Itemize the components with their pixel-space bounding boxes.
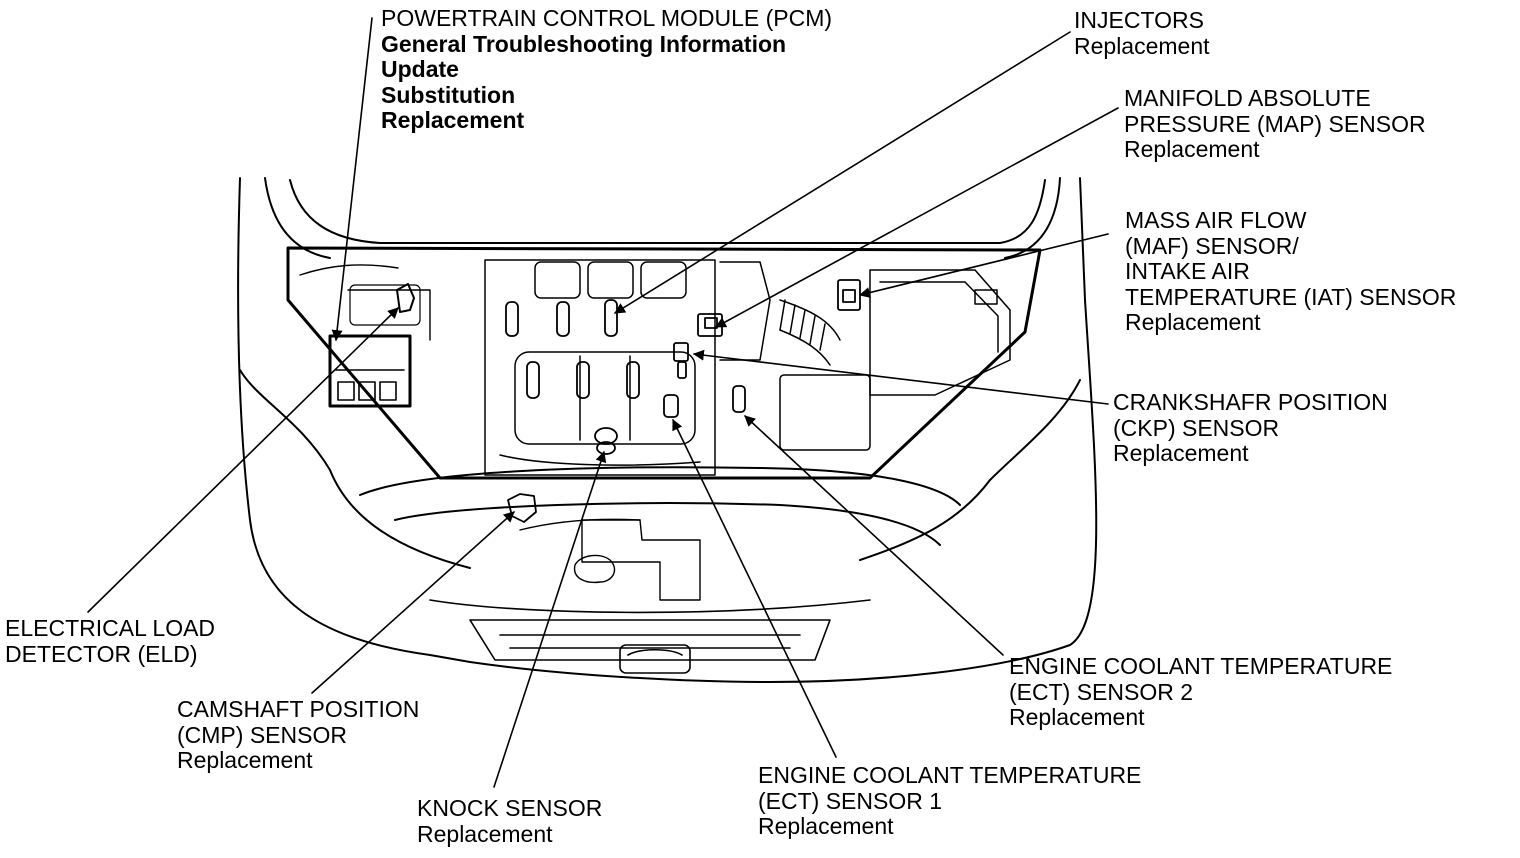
map-title-line1: MANIFOLD ABSOLUTE	[1124, 85, 1371, 111]
eld-leader	[87, 307, 399, 613]
eld-title-line1: ELECTRICAL LOAD	[5, 615, 216, 641]
map-sensor-label: MANIFOLD ABSOLUTE PRESSURE (MAP) SENSOR …	[1124, 85, 1426, 163]
maf-title-line4: TEMPERATURE (IAT) SENSOR	[1125, 283, 1457, 310]
cmp-title-line1: CAMSHAFT POSITION	[177, 696, 420, 722]
knock-leader	[493, 450, 607, 788]
ckp-title-line1: CRANKSHAFR POSITION	[1113, 389, 1388, 415]
ect2-sensor-label: ENGINE COOLANT TEMPERATURE (ECT) SENSOR …	[1009, 653, 1393, 731]
ect2-title-line1: ENGINE COOLANT TEMPERATURE	[1009, 653, 1393, 679]
ect1-replacement-link[interactable]: Replacement	[758, 813, 894, 839]
cmp-sensor-label: CAMSHAFT POSITION (CMP) SENSOR Replaceme…	[177, 696, 420, 774]
maf-title-line1: MASS AIR FLOW	[1125, 207, 1307, 233]
injector-parts	[505, 299, 640, 399]
injectors-leader	[614, 31, 1071, 314]
ect2-sensor-part	[732, 385, 746, 413]
pcm-label: POWERTRAIN CONTROL MODULE (PCM) General …	[381, 5, 833, 134]
eld-title-line2: DETECTOR (ELD)	[5, 640, 198, 667]
ect1-title-line2: (ECT) SENSOR 1	[758, 787, 943, 814]
maf-sensor-label: MASS AIR FLOW (MAF) SENSOR/ INTAKE AIR T…	[1125, 207, 1457, 336]
eld-label[interactable]: ELECTRICAL LOAD DETECTOR (ELD)	[5, 615, 216, 667]
knock-title: KNOCK SENSOR	[417, 795, 603, 821]
ect2-replacement-link[interactable]: Replacement	[1009, 704, 1145, 730]
pcm-update-link[interactable]: Update	[381, 56, 459, 82]
injectors-replacement-link[interactable]: Replacement	[1074, 32, 1210, 59]
maf-title-line3: INTAKE AIR	[1125, 258, 1250, 284]
map-leader	[715, 107, 1119, 328]
ect1-leader	[672, 419, 837, 758]
engine-cover	[519, 518, 701, 601]
ckp-sensor-label: CRANKSHAFR POSITION (CKP) SENSOR Replace…	[1113, 389, 1388, 467]
maf-leader	[858, 233, 1109, 298]
pcm-substitution-link[interactable]: Substitution	[381, 81, 516, 108]
pcm-title: POWERTRAIN CONTROL MODULE (PCM)	[381, 5, 833, 31]
ect2-title-line2: (ECT) SENSOR 2	[1009, 678, 1194, 705]
ect1-sensor-part	[663, 394, 679, 418]
pcm-box	[328, 284, 431, 408]
map-replacement-link[interactable]: Replacement	[1124, 136, 1260, 162]
vehicle-body	[237, 177, 1098, 683]
front-grille	[429, 599, 871, 674]
knock-sensor-part	[594, 427, 618, 455]
maf-sensor-part	[837, 279, 861, 311]
eld-part	[396, 283, 415, 313]
knock-replacement-link[interactable]: Replacement	[417, 820, 553, 847]
cmp-replacement-link[interactable]: Replacement	[177, 747, 313, 773]
ect1-sensor-label: ENGINE COOLANT TEMPERATURE (ECT) SENSOR …	[758, 762, 1142, 840]
maf-title-line2: (MAF) SENSOR/	[1125, 232, 1299, 259]
cmp-leader	[311, 511, 515, 694]
ckp-sensor-part	[673, 342, 689, 379]
air-intake	[719, 261, 1011, 451]
cmp-title-line2: (CMP) SENSOR	[177, 721, 347, 748]
knock-sensor-label: KNOCK SENSOR Replacement	[417, 795, 603, 847]
maf-replacement-link[interactable]: Replacement	[1125, 309, 1261, 335]
injectors-title: INJECTORS	[1074, 7, 1204, 33]
ect2-leader	[744, 415, 1004, 656]
leader-lines	[87, 17, 1119, 788]
injectors-label: INJECTORS Replacement	[1074, 7, 1210, 59]
cmp-sensor-part	[507, 493, 537, 523]
pcm-replacement-link[interactable]: Replacement	[381, 107, 525, 133]
pcm-leader	[331, 17, 373, 342]
map-title-line2: PRESSURE (MAP) SENSOR	[1124, 110, 1426, 137]
ckp-title-line2: (CKP) SENSOR	[1113, 414, 1280, 441]
pcm-general-troubleshooting-link[interactable]: General Troubleshooting Information	[381, 30, 787, 57]
ckp-leader	[692, 349, 1109, 405]
ect1-title-line1: ENGINE COOLANT TEMPERATURE	[758, 762, 1142, 788]
ckp-replacement-link[interactable]: Replacement	[1113, 440, 1249, 466]
